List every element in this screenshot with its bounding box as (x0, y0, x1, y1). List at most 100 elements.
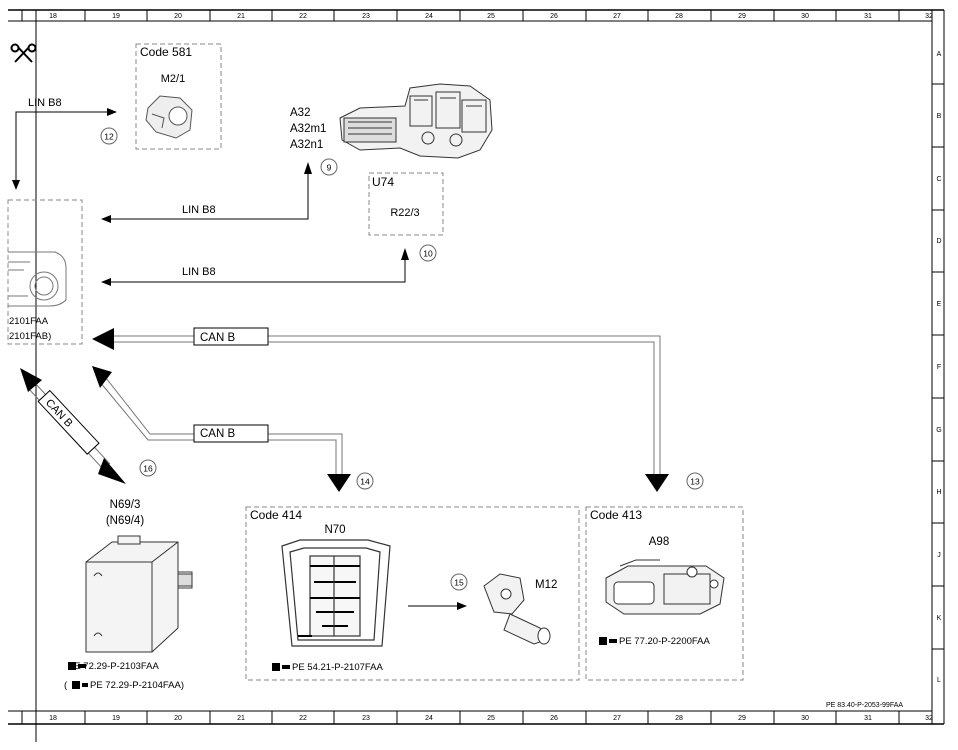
a98-label: A98 (649, 536, 669, 548)
col-label: 18 (49, 715, 57, 722)
code414-box: Code 414 N70 14 15 M12 (245, 472, 580, 681)
control-unit: 2101FAA 2101FAB) (7, 199, 83, 345)
control-module-icon (85, 535, 193, 653)
callout-9-text: 9 (327, 163, 332, 173)
code581-label: Code 581 (140, 45, 192, 59)
actuator-m2-1-icon (145, 95, 193, 139)
document-reference: PE 83.40-P-2053-99FAA (826, 702, 903, 709)
scissors-icon (10, 43, 37, 63)
overhead-control-panel-icon (281, 539, 391, 647)
row-label: A (937, 51, 942, 58)
code413-box: Code 413 A98 13 PE 77.20-P-2200FAA (585, 472, 744, 681)
a32-group: A32 A32m1 A32n1 9 (290, 83, 493, 176)
callout-9 (320, 158, 338, 176)
col-label: 20 (174, 715, 182, 722)
col-label: 28 (675, 715, 683, 722)
callout-10-text: 10 (423, 249, 433, 259)
row-label: B (937, 113, 942, 120)
col-label: 23 (362, 13, 370, 20)
col-label: 18 (49, 13, 57, 20)
col-label: 19 (112, 715, 120, 722)
col-label: 27 (613, 13, 621, 20)
callout-13 (686, 472, 704, 490)
row-label: D (936, 238, 941, 245)
col-label: 30 (801, 715, 809, 722)
a32m1-label: A32m1 (290, 123, 326, 135)
callout-14-text: 14 (360, 477, 370, 487)
col-label: 22 (299, 13, 307, 20)
col-label: 21 (237, 13, 245, 20)
hand-pointer-icon (72, 681, 88, 689)
col-label: 27 (613, 715, 621, 722)
col-label: 30 (801, 13, 809, 20)
lin-b8-label: LIN B8 (28, 97, 62, 109)
col-label: 29 (738, 715, 746, 722)
col-label: 20 (174, 13, 182, 20)
col-label: 22 (299, 715, 307, 722)
column-ticks (84, 10, 900, 724)
m12-label: M12 (535, 579, 557, 591)
row-label: J (937, 552, 941, 559)
col-label: 25 (487, 715, 495, 722)
code414-label: Code 414 (250, 508, 302, 522)
hand-pointer-icon (599, 637, 617, 645)
callout-12-text: 12 (104, 132, 114, 142)
row-label: E (937, 301, 942, 308)
lin-b8-link-m2: LIN B8 (12, 97, 117, 190)
row-label: K (937, 615, 942, 622)
hand-pointer-icon (272, 663, 290, 671)
col-label: 21 (237, 715, 245, 722)
col-label: 28 (675, 13, 683, 20)
n70-ref: PE 54.21-P-2107FAA (292, 662, 383, 673)
n69-ref2: PE 72.29-P-2104FAA) (90, 680, 184, 691)
a98-ref: PE 77.20-P-2200FAA (619, 636, 710, 647)
u74-label: U74 (372, 175, 394, 189)
row-label: G (936, 427, 941, 434)
can-b-bus-n70: CAN B (92, 366, 351, 492)
col-label: 26 (550, 715, 558, 722)
col-label: 19 (112, 13, 120, 20)
row-label: C (936, 176, 941, 183)
callout-13-text: 13 (690, 477, 700, 487)
callout-10 (419, 244, 437, 262)
motor-m12-icon (483, 573, 551, 645)
a32n1-label: A32n1 (290, 139, 323, 151)
row-label: H (936, 489, 941, 496)
control-unit-ref2: 2101FAB) (9, 331, 51, 342)
n69-ref1: PE 72.29-P-2103FAA (68, 661, 159, 672)
hvac-unit-icon (339, 83, 493, 159)
col-label: 24 (425, 13, 433, 20)
a32-label: A32 (290, 107, 310, 119)
callout-16 (139, 459, 157, 477)
m2-1-label: M2/1 (161, 73, 185, 85)
callout-15 (450, 573, 468, 591)
column-labels-bottom: 18 19 20 21 22 23 24 25 26 27 28 29 30 3… (49, 715, 933, 722)
column-labels-top: 18 19 20 21 22 23 24 25 26 27 28 29 30 3… (49, 13, 933, 20)
lin-b8-label: LIN B8 (182, 266, 216, 278)
control-unit-ref1: 2101FAA (9, 316, 49, 327)
n69-ref2-open: ( (64, 680, 68, 691)
col-label: 31 (864, 13, 872, 20)
lin-b8-label: LIN B8 (182, 204, 216, 216)
col-label: 24 (425, 715, 433, 722)
can-b-label: CAN B (200, 332, 235, 344)
callout-14 (356, 472, 374, 490)
callout-15-text: 15 (454, 578, 464, 588)
col-label: 26 (550, 13, 558, 20)
lin-b8-link-a32: LIN B8 (101, 162, 312, 223)
can-b-bus-a98: CAN B (92, 327, 669, 492)
r22-3-label: R22/3 (390, 207, 419, 219)
code581-box: Code 581 M2/1 12 (100, 43, 222, 150)
n69-4-label: (N69/4) (106, 515, 145, 527)
row-labels: A B C D E F G H J K L (936, 51, 941, 684)
callout-16-text: 16 (143, 464, 153, 474)
n70-label: N70 (324, 524, 345, 536)
col-label: 32 (925, 715, 933, 722)
drawing-frame (8, 9, 945, 742)
row-ticks (932, 83, 944, 650)
row-label: F (937, 364, 941, 371)
col-label: 31 (864, 715, 872, 722)
code413-label: Code 413 (590, 508, 642, 522)
col-label: 23 (362, 715, 370, 722)
